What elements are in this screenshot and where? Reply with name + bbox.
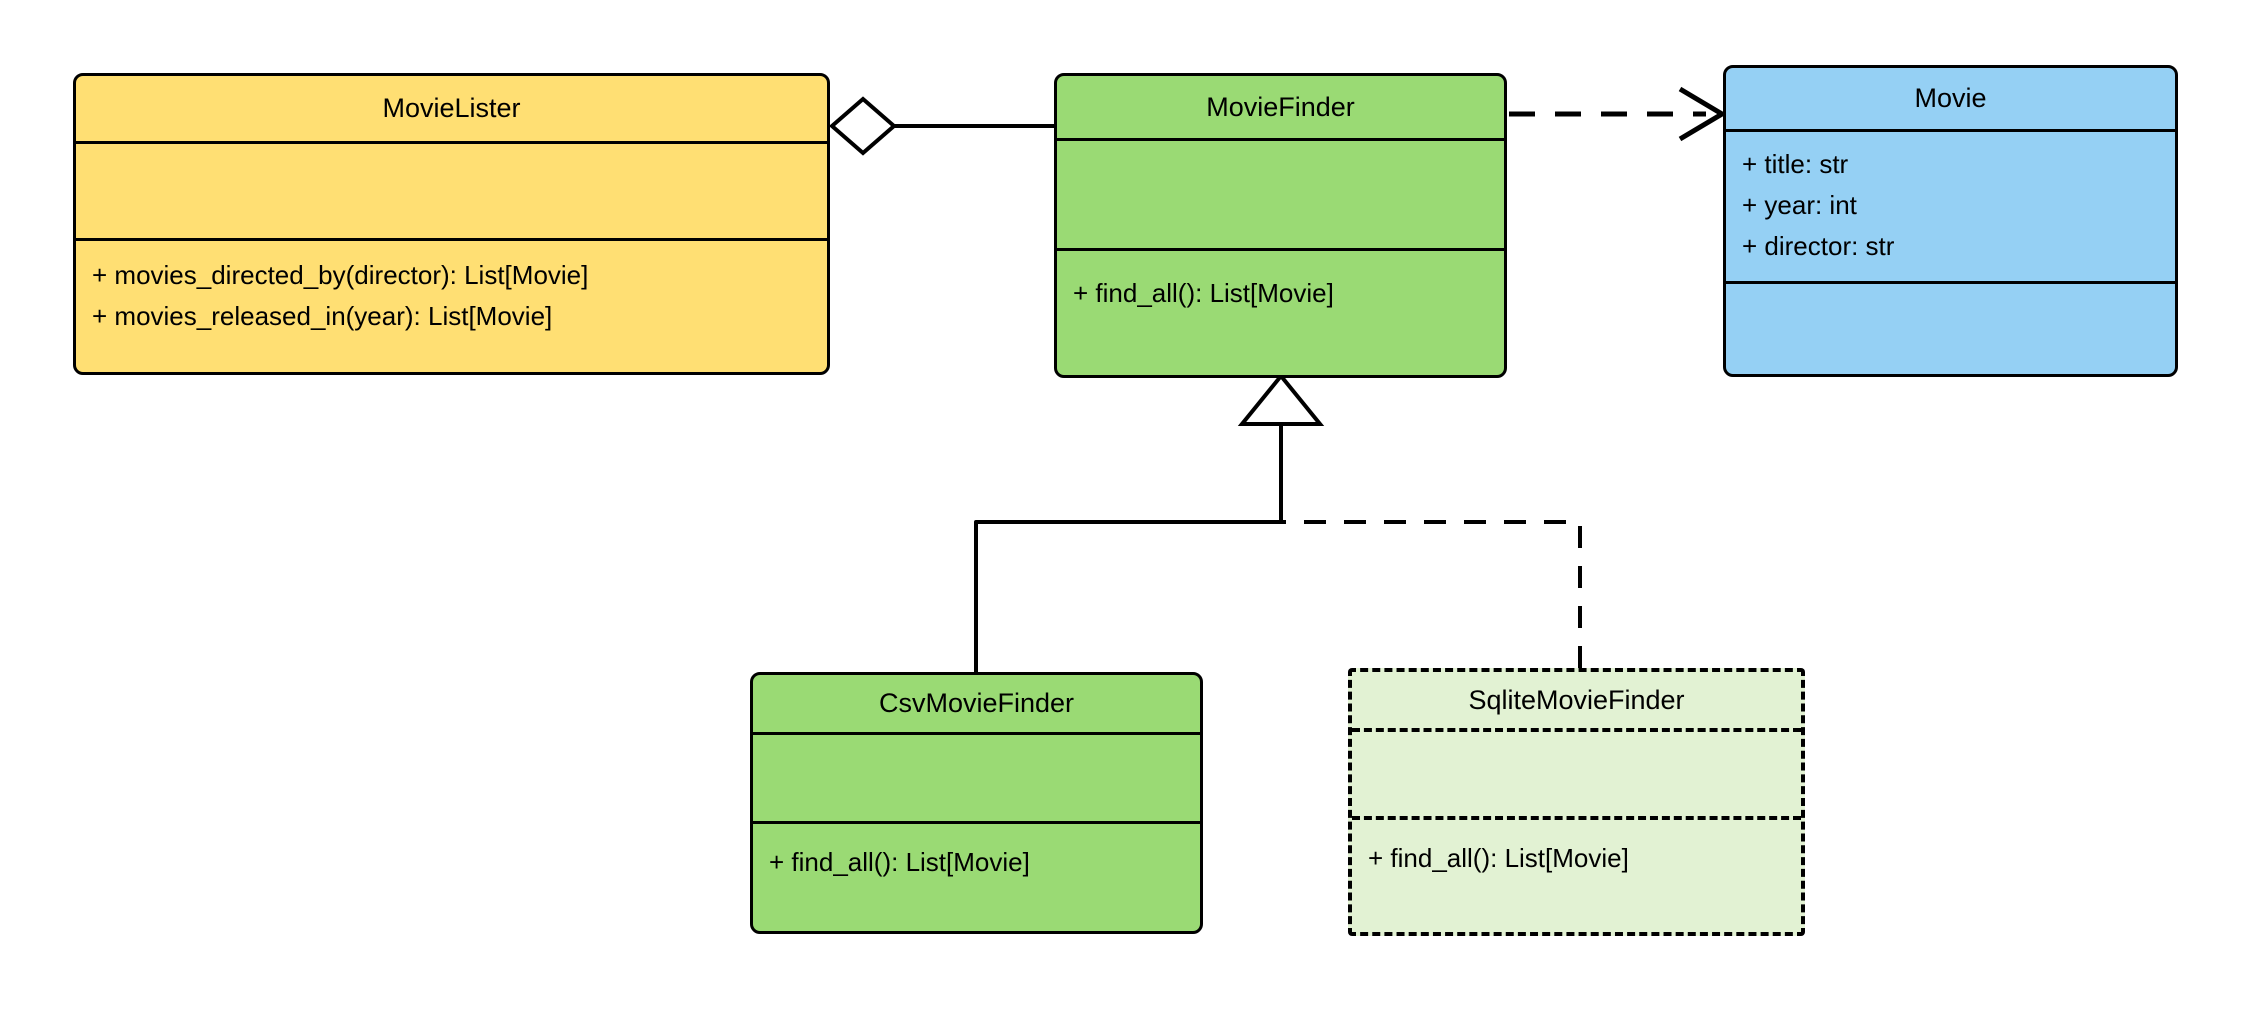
dependency-moviefinder-movie[interactable]: [1509, 86, 1727, 142]
uml-class-csvmoviefinder[interactable]: CsvMovieFinder + find_all(): List[Movie]: [750, 672, 1203, 934]
hollow-diamond-icon: [828, 96, 898, 156]
class-name-compartment: Movie: [1726, 68, 2175, 132]
attribute-item: + year: int: [1742, 190, 1857, 220]
class-name-label: SqliteMovieFinder: [1468, 684, 1685, 715]
uml-class-movie[interactable]: Movie + title: str + year: int + directo…: [1723, 65, 2178, 377]
operation-item: + find_all(): List[Movie]: [1368, 843, 1629, 873]
operation-item: + movies_released_in(year): List[Movie]: [92, 301, 553, 331]
class-operations-compartment: + movies_directed_by(director): List[Mov…: [76, 241, 827, 372]
class-attributes-compartment: [1352, 732, 1801, 820]
open-arrow-icon: [1678, 86, 1727, 142]
attribute-item: + director: str: [1742, 231, 1895, 261]
class-operations-compartment: + find_all(): List[Movie]: [753, 824, 1200, 931]
class-name-label: MovieLister: [382, 93, 521, 123]
class-operations-compartment: + find_all(): List[Movie]: [1057, 251, 1504, 375]
class-attributes-compartment: [753, 735, 1200, 824]
inheritance-sqlitemoviefinder-moviefinder[interactable]: [1279, 418, 1582, 668]
operation-item: + movies_directed_by(director): List[Mov…: [92, 260, 589, 290]
inheritance-csvmoviefinder-moviefinder[interactable]: [974, 418, 1283, 672]
class-attributes-compartment: [76, 144, 827, 241]
uml-class-sqlitemoviefinder[interactable]: SqliteMovieFinder + find_all(): List[Mov…: [1348, 668, 1805, 936]
operation-item: + find_all(): List[Movie]: [769, 847, 1030, 877]
class-attributes-compartment: + title: str + year: int + director: str: [1726, 132, 2175, 284]
attribute-item: + title: str: [1742, 149, 1849, 179]
class-operations-compartment: + find_all(): List[Movie]: [1352, 820, 1801, 928]
class-name-compartment: MovieLister: [76, 76, 827, 144]
generalization-line-dashed: [1279, 418, 1582, 668]
hollow-triangle-icon: [1237, 372, 1325, 426]
operation-item: + find_all(): List[Movie]: [1073, 278, 1334, 308]
class-name-compartment: CsvMovieFinder: [753, 675, 1200, 735]
uml-class-moviefinder[interactable]: MovieFinder + find_all(): List[Movie]: [1054, 73, 1507, 378]
generalization-line-solid: [974, 418, 1283, 672]
class-name-compartment: MovieFinder: [1057, 76, 1504, 141]
class-name-label: CsvMovieFinder: [878, 688, 1075, 718]
aggregation-movielister-moviefinder[interactable]: [828, 96, 1054, 156]
class-name-compartment: SqliteMovieFinder: [1352, 672, 1801, 732]
class-name-label: MovieFinder: [1206, 91, 1355, 122]
class-operations-compartment: [1726, 284, 2175, 374]
class-attributes-compartment: [1057, 141, 1504, 251]
uml-class-movielister[interactable]: MovieLister + movies_directed_by(directo…: [73, 73, 830, 375]
class-name-label: Movie: [1914, 83, 1987, 113]
